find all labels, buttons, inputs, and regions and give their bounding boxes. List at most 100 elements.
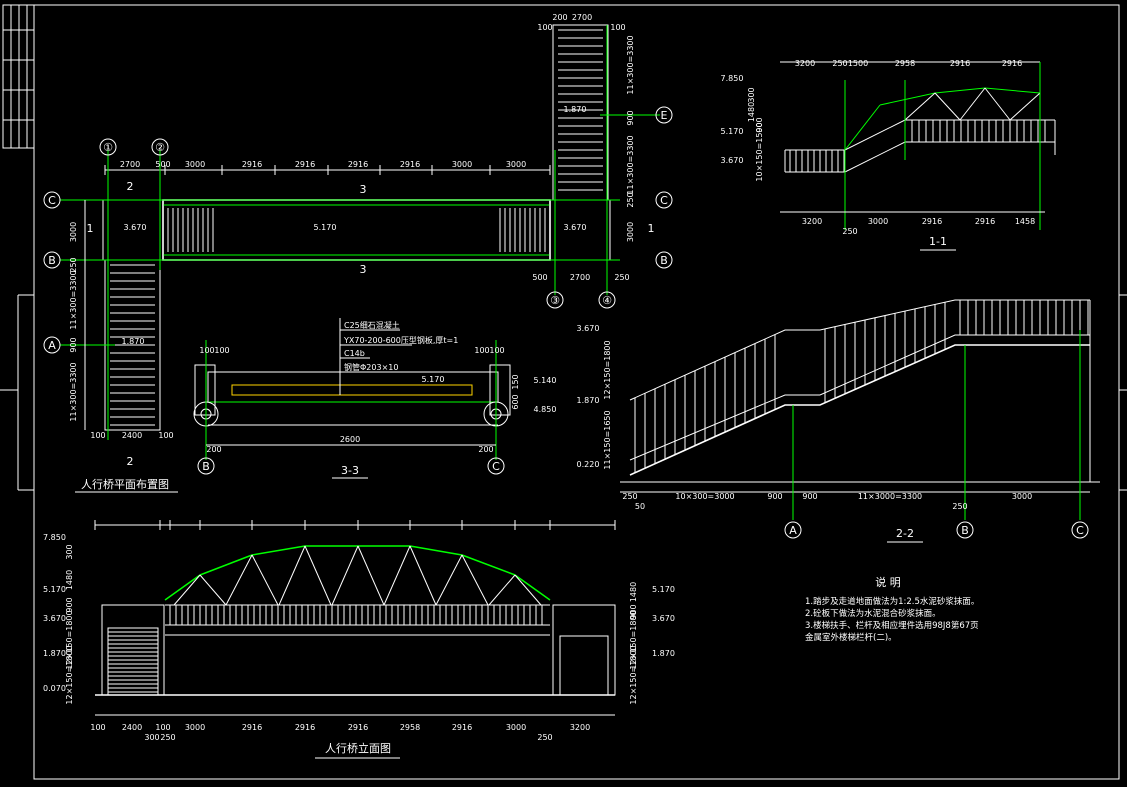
line-work — [514, 574, 551, 601]
elev-dim: 3200 — [570, 723, 590, 732]
plan-dim: 11×300=3300 — [626, 35, 635, 94]
elev-dim: 100 — [155, 723, 170, 732]
line-work — [331, 545, 359, 606]
plan-dim: 100 — [90, 431, 105, 440]
sec11-dim: 3200 — [795, 59, 815, 68]
notes-title: 说 明 — [875, 575, 901, 589]
sec11-dim: 900 — [755, 117, 764, 132]
axis-bubble-a-left: A — [43, 336, 61, 354]
axis-bubble-1: ① — [99, 138, 117, 156]
svg-text:C: C — [492, 460, 500, 473]
sec22-dim: 900 — [802, 492, 817, 501]
sec11-dim: 2916 — [922, 217, 942, 226]
sec22-level: 0.220 — [577, 460, 600, 469]
sec11-dim: 2958 — [895, 59, 915, 68]
line-work — [461, 554, 516, 576]
plan-dim: 2916 — [242, 160, 262, 169]
sec33-dim: 100 — [199, 346, 214, 355]
elev-level: 0.070 — [43, 684, 66, 693]
sec33-dim: 200 — [206, 445, 221, 454]
section-mark: 2 — [127, 180, 134, 193]
line-work — [251, 554, 279, 606]
elev-level: 7.850 — [43, 533, 66, 542]
elev-dim: 100 — [90, 723, 105, 732]
callout-text: YX70-200-600压型钢板,厚t=1 — [343, 335, 458, 345]
line-work — [357, 545, 385, 606]
sec22-dim: 250 — [622, 492, 637, 501]
elev-dim: 2916 — [452, 723, 472, 732]
plan-dim: 250 — [614, 273, 629, 282]
line-work — [173, 574, 201, 606]
line-work — [383, 545, 411, 606]
plan-level: 1.870 — [122, 337, 145, 346]
elev-dim: 12×150=1800 — [65, 610, 74, 669]
plan-dim: 2916 — [400, 160, 420, 169]
line-work — [251, 545, 306, 556]
sec22-level: 1.870 — [577, 396, 600, 405]
sec33-level: 5.170 — [422, 375, 445, 384]
axis-bubble-c-right: C — [655, 191, 673, 209]
line-work — [844, 104, 881, 151]
plan-dim: 2700 — [572, 13, 592, 22]
plan-dim: 3000 — [69, 222, 78, 242]
svg-text:A: A — [789, 524, 797, 537]
elev-level: 3.670 — [652, 614, 675, 623]
plan-view: ① ② ③ ④ C B A E — [43, 13, 673, 493]
sec22-dim: 250 — [952, 502, 967, 511]
elev-dim: 900 — [629, 604, 638, 619]
section11-title: 1-1 — [929, 235, 947, 248]
svg-text:B: B — [48, 254, 56, 267]
sec33-dim: 150 — [511, 374, 520, 389]
sec11-level: 5.170 — [721, 127, 744, 136]
plan-dim: 500 — [155, 160, 170, 169]
sec11-dim: 2916 — [950, 59, 970, 68]
elev-dim: 2400 — [122, 723, 142, 732]
sec22-dim: 12×150=1800 — [603, 340, 612, 399]
sec11-dim: 10×150=1500 — [755, 122, 764, 181]
sec11-dim: 3200 — [802, 217, 822, 226]
section-mark: 3 — [360, 183, 367, 196]
sec33-dim: 600 — [511, 394, 520, 409]
general-notes: 说 明 1.踏步及走道地面做法为1:2.5水泥砂浆抹面。 2.砼板下做法为水泥混… — [805, 575, 979, 643]
section-mark: 1 — [648, 222, 655, 235]
elev-dim: 250 — [537, 733, 552, 742]
sec22-dim: 3000 — [1012, 492, 1032, 501]
sec11-dim: 1458 — [1015, 217, 1035, 226]
svg-text:③: ③ — [550, 294, 560, 307]
plan-dim: 100 — [610, 23, 625, 32]
axis-bubble-a-sec22: A — [784, 521, 802, 539]
plan-dim: 2916 — [295, 160, 315, 169]
line-work — [984, 87, 1011, 121]
line-work — [984, 87, 1041, 94]
plan-dim: 100 — [537, 23, 552, 32]
axis-bubble-c-sec33: C — [487, 457, 505, 475]
plan-level: 5.170 — [314, 223, 337, 232]
line-work — [1009, 92, 1041, 121]
sec22-dim: 50 — [635, 502, 645, 511]
axis-bubble-e-right: E — [655, 106, 673, 124]
sec11-level: 7.850 — [721, 74, 744, 83]
line-work — [488, 574, 516, 606]
svg-text:④: ④ — [602, 294, 612, 307]
svg-text:①: ① — [103, 141, 113, 154]
sheet-frame — [0, 4, 1127, 780]
elev-level: 5.170 — [652, 585, 675, 594]
section-mark: 3 — [360, 263, 367, 276]
line-work — [409, 545, 437, 606]
plan-dim: 500 — [532, 273, 547, 282]
plan-dim: 100 — [158, 431, 173, 440]
elev-dim: 3000 — [185, 723, 205, 732]
line-work — [904, 92, 936, 121]
axis-bubble-3: ③ — [546, 291, 564, 309]
sec33-level: 5.140 — [534, 376, 557, 385]
plan-dim: 2700 — [570, 273, 590, 282]
sec33-dim: 100 — [474, 346, 489, 355]
sec11-dim: 300 — [747, 87, 756, 102]
sec11-dim: 1480 — [747, 102, 756, 122]
elev-dim: 2958 — [400, 723, 420, 732]
sec11-dim: 250 — [842, 227, 857, 236]
plan-title: 人行桥平面布置图 — [81, 478, 169, 491]
line-work — [164, 574, 201, 601]
elev-dim: 12×150=1800 — [629, 610, 638, 669]
